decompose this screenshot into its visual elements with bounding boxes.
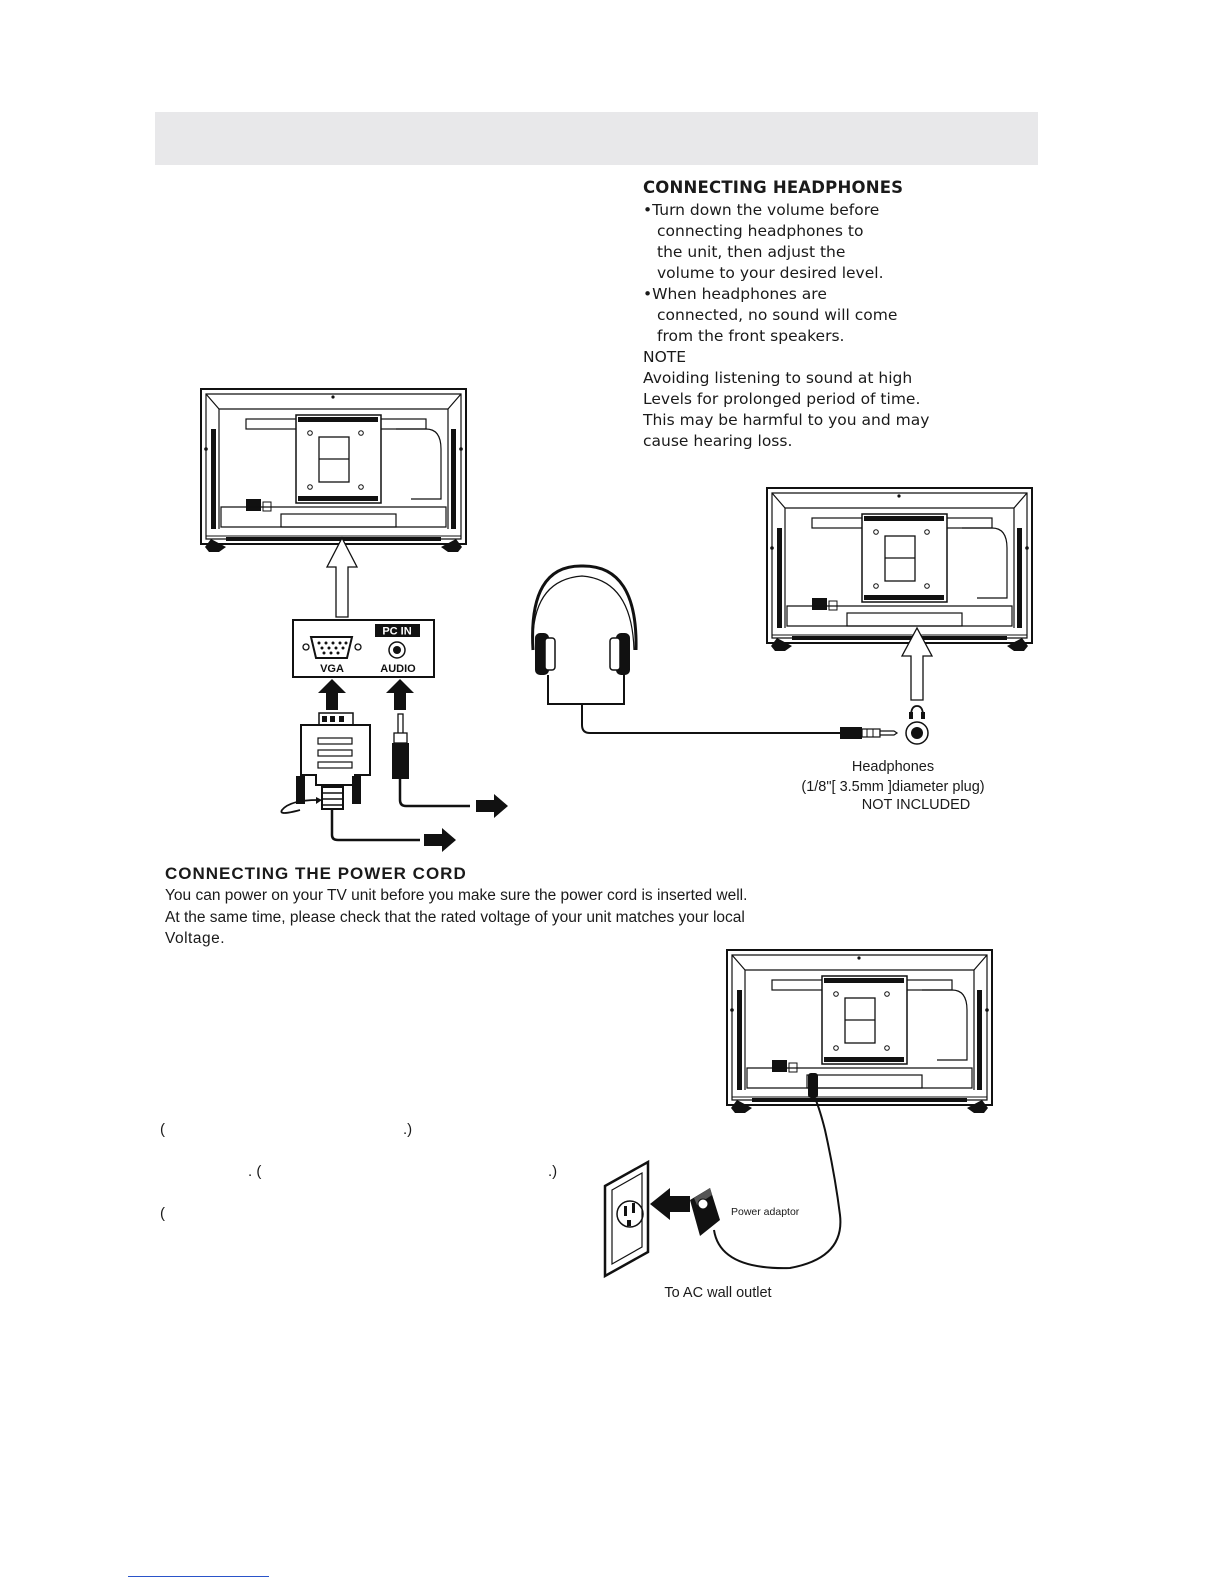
power-cord-title: CONNECTING THE POWER CORD [165, 864, 467, 883]
hp-note-line1: Avoiding listening to sound at high [643, 369, 913, 387]
hp-note-line3: This may be harmful to you and may [643, 411, 930, 429]
headphones-title: CONNECTING HEADPHONES [643, 178, 904, 197]
hp-bullet2-line1: •When headphones are [643, 285, 827, 303]
paren-fragment-1-open: ( [160, 1121, 165, 1138]
audio-jack-icon [388, 641, 406, 659]
pc-in-header-bg [375, 624, 420, 637]
hp-bullet2-line3: from the front speakers. [657, 327, 845, 345]
power-plug [808, 1073, 818, 1098]
hp-note-line2: Levels for prolonged period of time. [643, 390, 921, 408]
paren-fragment-2-open: . ( [248, 1163, 262, 1180]
hp-bullet1-line1: •Turn down the volume before [643, 201, 880, 219]
tv-back-left [200, 388, 467, 553]
arrow-right-audio [476, 794, 508, 818]
paren-fragment-3-open: ( [160, 1205, 165, 1222]
section-header-bar [155, 112, 1038, 165]
power-cord-line1: You can power on your TV unit before you… [165, 887, 748, 904]
hp-bullet1-line3: the unit, then adjust the [657, 243, 846, 261]
outlet-caption: To AC wall outlet [664, 1285, 771, 1301]
power-cord-line3: Voltage. [165, 930, 226, 947]
headphones-illustration [531, 564, 899, 739]
tv-back-power [726, 949, 993, 1114]
vga-cable-connector [280, 712, 420, 842]
headphone-symbol-icon [909, 705, 925, 719]
vga-port-icon [309, 636, 354, 659]
plug-size-caption: (1/8"[ 3.5mm ]diameter plug) [801, 779, 984, 795]
paren-fragment-1-close: .) [403, 1121, 413, 1138]
arrow-right-vga [424, 828, 456, 852]
vga-label: VGA [320, 663, 344, 675]
arrow-up-tv-right [900, 626, 934, 701]
arrow-up-tv-left [325, 536, 359, 618]
arrow-into-outlet [650, 1188, 690, 1220]
footer-link-underline[interactable] [128, 1576, 269, 1577]
power-adaptor-label: Power adaptor [731, 1206, 800, 1218]
audio-label: AUDIO [380, 663, 416, 675]
hp-note-line4: cause hearing loss. [643, 432, 793, 450]
hp-note-label: NOTE [643, 348, 687, 366]
arrow-up-vga [318, 679, 346, 710]
hp-bullet2-line2: connected, no sound will come [657, 306, 898, 324]
pc-in-header: PC IN [382, 626, 411, 638]
hp-bullet1-line2: connecting headphones to [657, 222, 864, 240]
hp-bullet1-line4: volume to your desired level. [657, 264, 884, 282]
audio-cable-plug [392, 713, 470, 808]
headphones-instructions: CONNECTING HEADPHONES •Turn down the vol… [643, 178, 973, 452]
not-included-caption: NOT INCLUDED [862, 797, 971, 813]
power-cord-line2: At the same time, please check that the … [165, 909, 745, 926]
power-adaptor-icon [690, 1097, 842, 1270]
paren-fragment-2-close: .) [548, 1163, 558, 1180]
tv-back-right [766, 487, 1033, 652]
headphones-caption: Headphones [852, 759, 934, 775]
arrow-up-audio [386, 679, 414, 710]
wall-outlet [603, 1159, 650, 1279]
